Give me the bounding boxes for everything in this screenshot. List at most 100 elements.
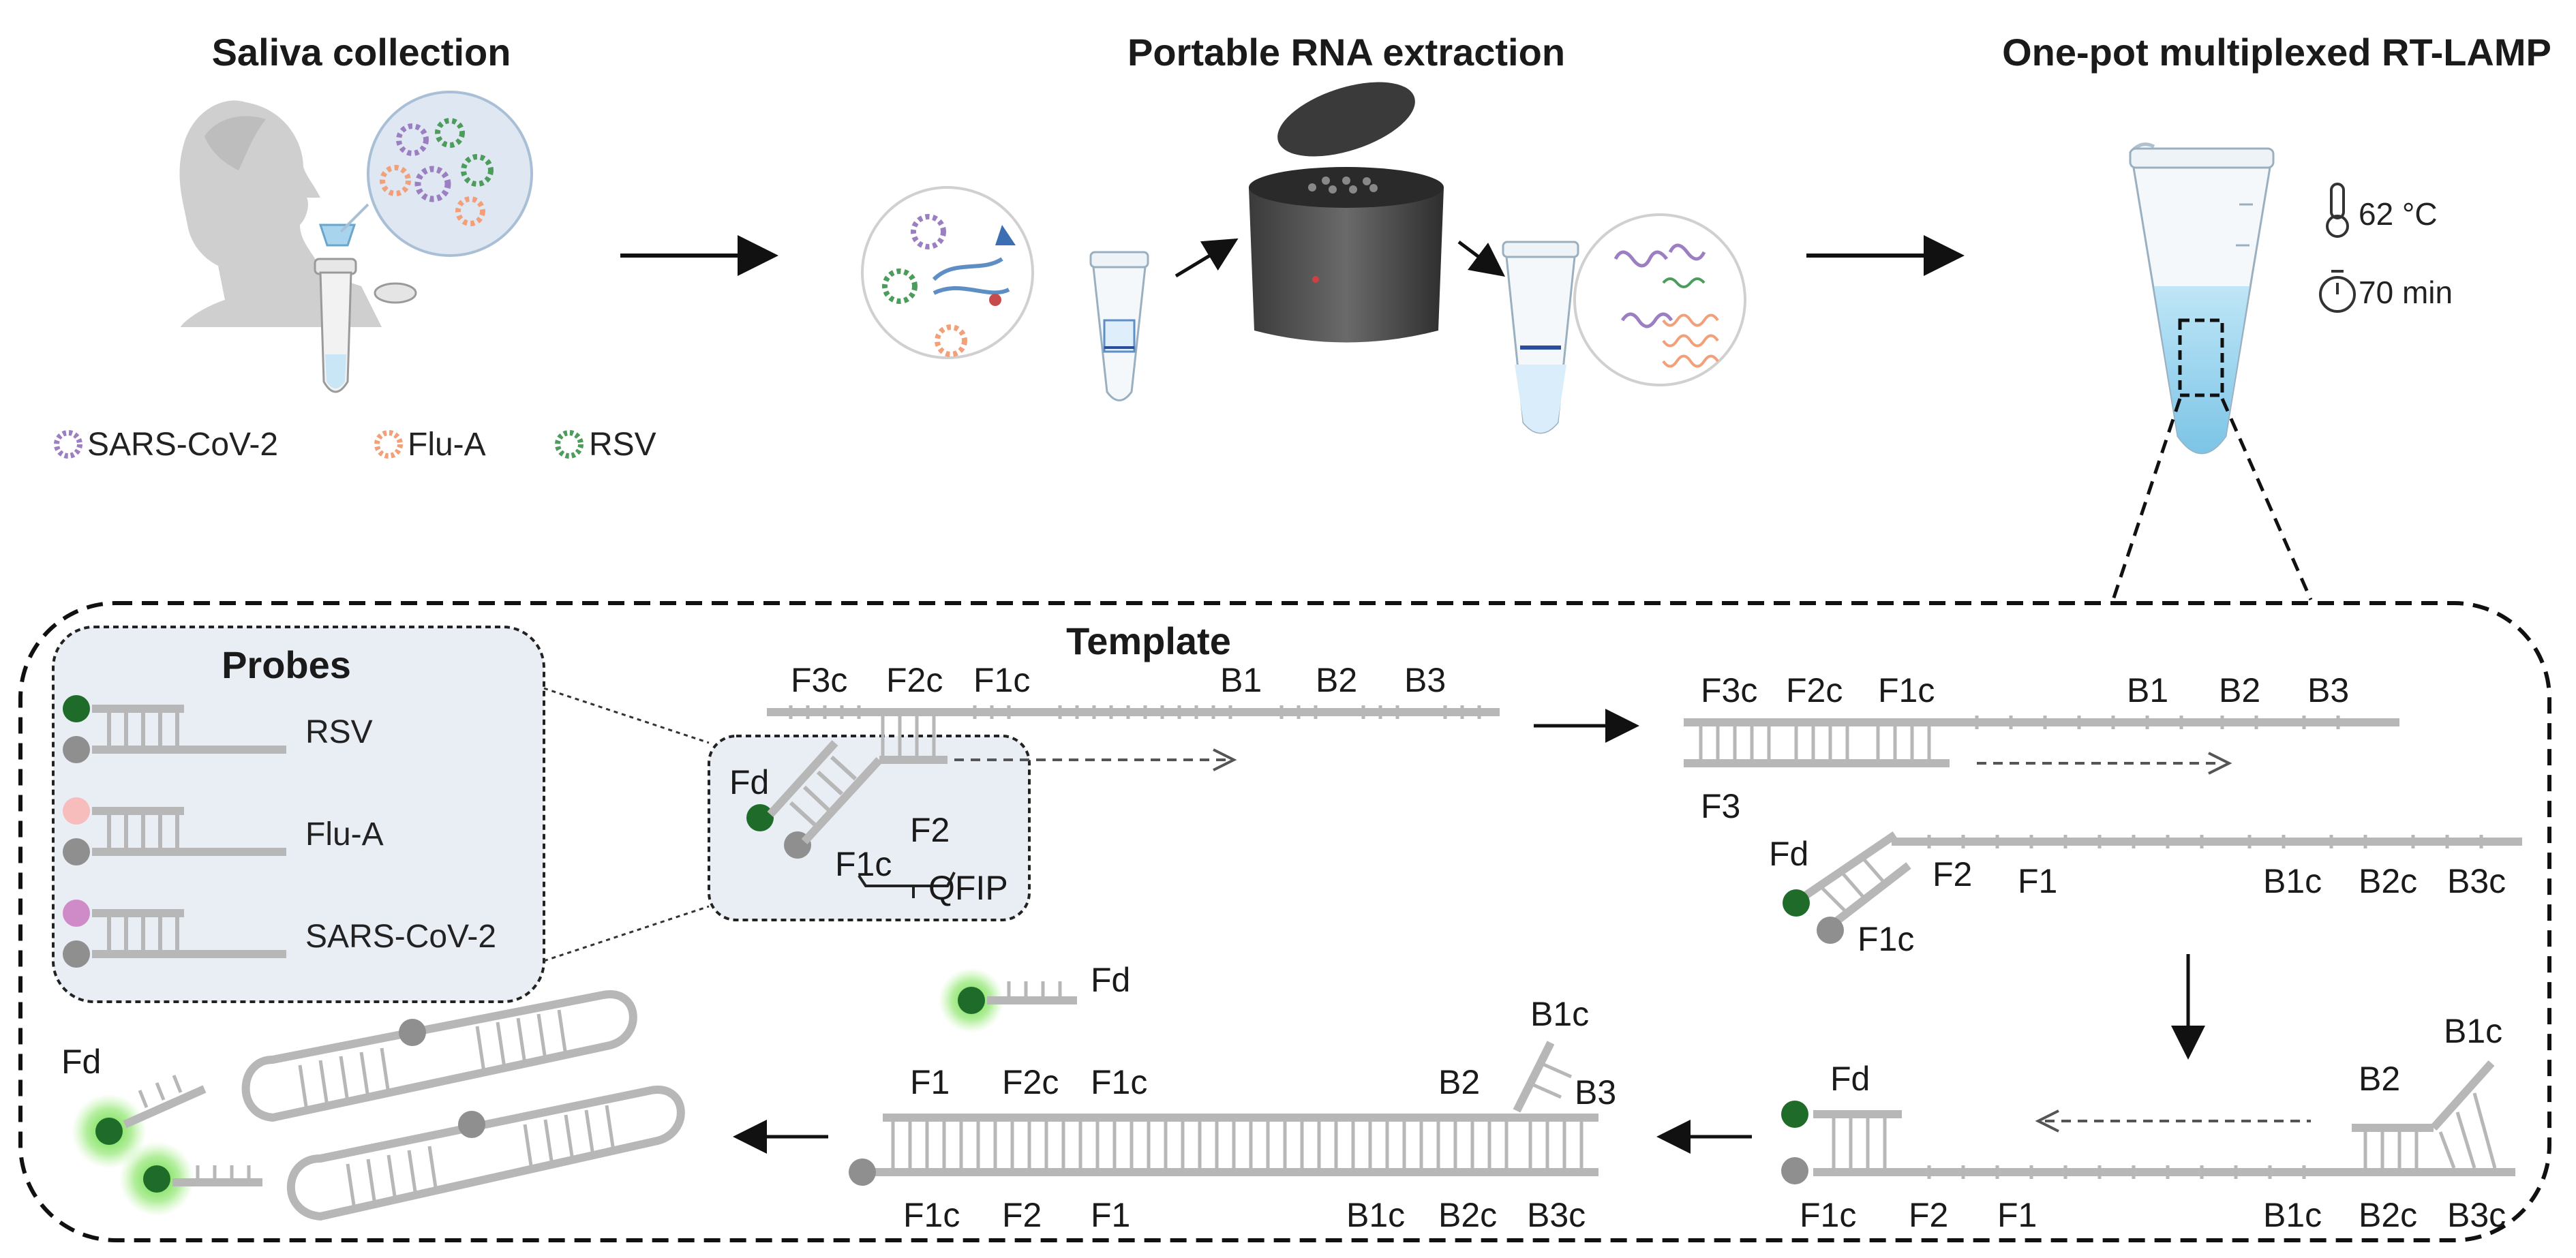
middle-free-fd <box>987 981 1077 1004</box>
pathogen-legend: SARS-CoV-2 Flu-A RSV <box>54 427 656 463</box>
thermometer-icon <box>2326 183 2349 238</box>
left-fd-2 <box>172 1165 262 1186</box>
person-illustration <box>179 100 382 327</box>
rt-b2: B2 <box>2219 671 2260 709</box>
rb-b1c: B1c <box>2263 1196 2322 1234</box>
mid-b1c-b: B1c <box>1346 1196 1405 1234</box>
right-bottom-quencher <box>1781 1157 1808 1184</box>
rb-b2: B2 <box>2359 1060 2400 1098</box>
probes-connector-bottom <box>543 905 710 962</box>
middle-duplex <box>869 1041 1598 1176</box>
probe-label-sars: SARS-CoV-2 <box>305 919 496 955</box>
rb-b1c-top: B1c <box>2444 1012 2502 1050</box>
lysis-magnifier <box>861 186 1034 359</box>
tpl-b3: B3 <box>1404 661 1446 699</box>
tube-before <box>1089 251 1149 401</box>
tpl-f2c: F2c <box>886 661 943 699</box>
arrow-from-extractor <box>1457 241 1505 277</box>
step-title-saliva: Saliva collection <box>212 31 511 74</box>
extraction-device <box>1249 82 1444 343</box>
step-title-extraction: Portable RNA extraction <box>1127 31 1565 74</box>
probes-connector-top <box>543 687 710 744</box>
rb-f2: F2 <box>1909 1196 1948 1234</box>
qfip-bracket <box>858 872 956 887</box>
rm-fd: Fd <box>1769 835 1808 873</box>
rb-f1c: F1c <box>1800 1196 1856 1234</box>
zoom-line-left <box>2111 398 2182 600</box>
inset-f1c: F1c <box>835 845 892 883</box>
left-dumbbell-1 <box>241 990 637 1122</box>
rt-f3: F3 <box>1701 787 1740 825</box>
mid-b2: B2 <box>1438 1063 1480 1101</box>
rt-f3c: F3c <box>1701 671 1757 709</box>
rsv-legend-icon <box>555 430 584 459</box>
mid-b3: B3 <box>1575 1073 1616 1111</box>
arrow-to-extractor <box>1175 238 1239 278</box>
tpl-f3c: F3c <box>791 661 847 699</box>
template-title: Template <box>1066 619 1231 662</box>
probe-label-flu: Flu-A <box>305 816 384 853</box>
left-quencher-2 <box>458 1111 485 1138</box>
right-bottom-strand <box>1813 1060 2515 1179</box>
lamp-tube <box>2129 142 2275 455</box>
inset-fd: Fd <box>729 763 769 801</box>
rm-b2c: B2c <box>2359 862 2417 900</box>
legend-flu: Flu-A <box>408 427 486 463</box>
right-top-duplex <box>1684 716 2399 775</box>
left-dye-1 <box>95 1118 123 1145</box>
rb-fd: Fd <box>1830 1060 1870 1098</box>
mid-b2c: B2c <box>1438 1196 1497 1234</box>
mid-f1c: F1c <box>903 1196 960 1234</box>
mid-b1c: B1c <box>1530 995 1589 1033</box>
mid-fd: Fd <box>1091 961 1130 999</box>
inset-dye <box>746 804 774 831</box>
step-title-lamp: One-pot multiplexed RT-LAMP <box>2002 31 2551 74</box>
virus-magnifier <box>339 91 533 257</box>
inset-qfip: QFIP <box>928 869 1008 907</box>
left-dye-2 <box>143 1165 170 1193</box>
left-quencher-1 <box>399 1019 426 1046</box>
rt-b3: B3 <box>2307 671 2349 709</box>
middle-free-dye <box>958 987 985 1014</box>
rm-f1: F1 <box>2018 862 2057 900</box>
rm-b1c: B1c <box>2263 862 2322 900</box>
time-label: 70 min <box>2359 275 2453 310</box>
zoom-line-right <box>2220 397 2313 601</box>
inset-f2: F2 <box>910 811 950 849</box>
probe-flu <box>63 797 286 865</box>
temperature-label: 62 °C <box>2359 196 2438 232</box>
mid-f1b: F1 <box>1091 1196 1130 1234</box>
right-bottom-dye <box>1781 1101 1808 1128</box>
legend-rsv: RSV <box>589 427 656 463</box>
probe-label-rsv: RSV <box>305 714 373 750</box>
inset-hairpin <box>767 739 883 845</box>
right-mid-dye <box>1783 889 1810 917</box>
right-mid-strand <box>1797 831 2522 927</box>
saliva-funnel-tube <box>314 224 417 393</box>
rb-f1: F1 <box>1997 1196 2037 1234</box>
tpl-f1c: F1c <box>973 661 1030 699</box>
rm-b3c: B3c <box>2447 862 2506 900</box>
mid-f2: F2 <box>1002 1196 1042 1234</box>
template-strand <box>767 705 1500 771</box>
legend-sars: SARS-CoV-2 <box>87 427 278 463</box>
rm-f1c: F1c <box>1858 920 1914 958</box>
left-fd-1 <box>123 1075 207 1129</box>
rna-magnifier <box>1573 213 1746 386</box>
left-fd: Fd <box>61 1043 101 1081</box>
probe-sars <box>63 900 286 968</box>
mid-f1: F1 <box>910 1063 950 1101</box>
tpl-b1: B1 <box>1220 661 1262 699</box>
rt-f2c: F2c <box>1786 671 1843 709</box>
tpl-b2: B2 <box>1316 661 1357 699</box>
rb-b2c: B2c <box>2359 1196 2417 1234</box>
probe-rsv <box>63 695 286 763</box>
sars-legend-icon <box>54 430 82 459</box>
qfip-inset <box>708 735 1031 921</box>
left-dumbbell-2 <box>286 1086 685 1221</box>
mechanism-frame <box>18 601 2551 1242</box>
flu-legend-icon <box>374 430 403 459</box>
probes-title: Probes <box>222 643 351 686</box>
tube-after <box>1502 241 1579 434</box>
middle-quencher <box>849 1159 876 1186</box>
